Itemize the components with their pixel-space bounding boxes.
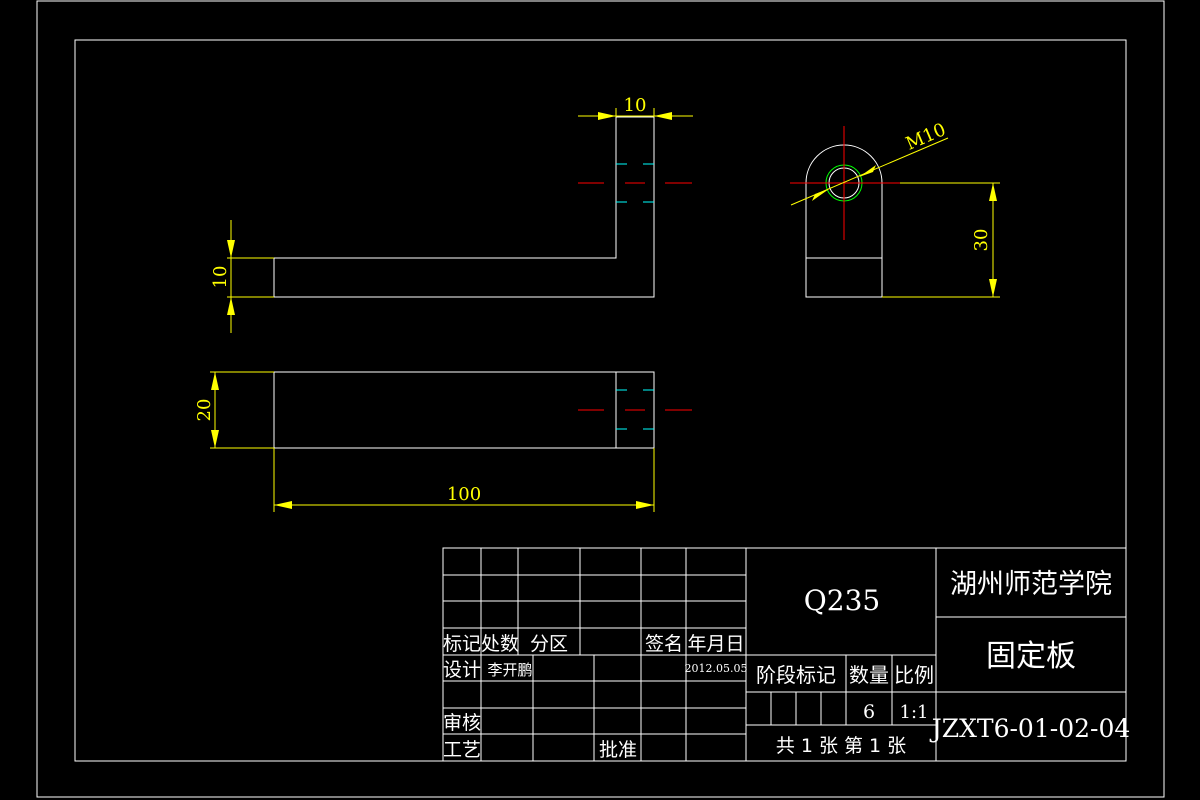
quantity-label: 数量	[849, 663, 889, 687]
part-name: 固定板	[986, 639, 1076, 674]
dim-right-height: 30	[971, 229, 992, 252]
header-signature: 签名	[645, 633, 683, 655]
top-view: 20 100	[194, 371, 692, 512]
front-view: 10 10	[210, 95, 693, 333]
dim-length: 100	[447, 484, 481, 505]
dim-top-width: 10	[624, 95, 647, 116]
scale-label: 比例	[894, 663, 934, 687]
approve-label: 批准	[599, 739, 637, 761]
quantity-value: 6	[863, 701, 875, 723]
title-block: Q235 湖州师范学院 固定板 JZXT6-01-02-04 标记 处数 分区 …	[442, 547, 1131, 762]
material: Q235	[804, 584, 880, 617]
dim-bottom-height: 20	[194, 399, 215, 422]
design-date: 2012.05.05	[685, 662, 748, 675]
drawing-number: JZXT6-01-02-04	[929, 714, 1131, 743]
school-name: 湖州师范学院	[950, 569, 1112, 600]
process-label: 工艺	[443, 739, 481, 761]
header-mark: 标记	[443, 633, 481, 655]
header-zone: 分区	[530, 633, 568, 655]
scale-value: 1:1	[900, 702, 929, 723]
designer-name: 李开鹏	[487, 661, 532, 679]
sheet-info: 共 1 张 第 1 张	[776, 735, 906, 757]
header-count: 处数	[481, 633, 519, 655]
sheet-border	[36, 0, 1165, 798]
drawing-frame	[74, 39, 1127, 762]
dim-left-height: 10	[210, 266, 231, 289]
review-label: 审核	[443, 712, 481, 734]
stage-mark-label: 阶段标记	[756, 663, 836, 687]
dim-thread: M10	[903, 119, 949, 154]
side-view: M10 30	[790, 119, 1000, 298]
header-date: 年月日	[687, 633, 744, 655]
design-label: 设计	[443, 659, 481, 681]
